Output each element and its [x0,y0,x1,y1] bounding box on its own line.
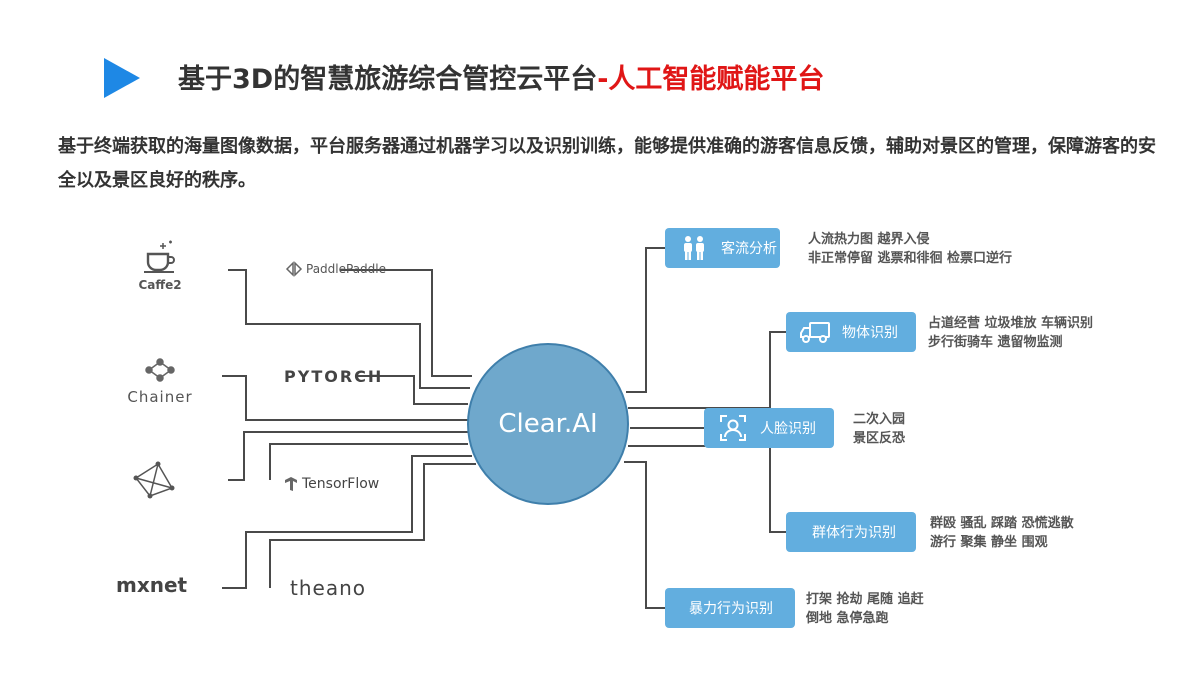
detail-line: 二次入园 [853,412,906,427]
category-details: 人流热力图 越界入侵 非正常停留 逃票和徘徊 检票口逆行 [808,230,1012,268]
category-label: 物体识别 [842,325,898,341]
network-graph-logo [132,460,176,504]
tensorflow-logo: TensorFlow [284,476,379,492]
paddlepaddle-label: PaddlePaddle [306,262,387,276]
category-passenger-flow: 客流分析 [665,228,780,268]
category-face-recognition: 人脸识别 [704,408,834,448]
detail-line: 景区反恐 [853,431,906,446]
category-details: 打架 抢劫 尾随 追赶 倒地 急停急跑 [806,590,924,628]
face-icon [716,415,750,441]
caffe2-logo: Caffe2 [138,240,182,292]
truck-icon [798,319,832,345]
category-label: 人脸识别 [760,421,816,437]
detail-line: 倒地 急停急跑 [806,611,889,626]
detail-line: 占道经营 垃圾堆放 车辆识别 [928,316,1094,331]
detail-line: 人流热力图 越界入侵 [808,232,930,247]
category-details: 二次入园 景区反恐 [853,410,905,448]
chainer-icon [145,358,175,382]
category-label: 暴力行为识别 [689,601,773,617]
clear-ai-hub: Clear.AI [467,343,629,505]
page-title: 基于3D的智慧旅游综合管控云平台-人工智能赋能平台 [178,64,825,95]
theano-logo: theano [290,576,366,600]
pytorch-label: PYTORCH [284,367,384,386]
theano-label: theano [290,576,366,600]
paddle-icon [285,261,303,277]
category-object-recognition: 物体识别 [786,312,916,352]
play-icon [104,58,140,98]
detail-line: 非正常停留 逃票和徘徊 检票口逆行 [808,251,1013,266]
coffee-cup-icon [144,240,175,273]
tensorflow-icon [285,477,297,491]
caffe2-label: Caffe2 [138,278,182,292]
tensorflow-label: TensorFlow [302,476,380,492]
chainer-label: Chainer [127,388,193,406]
page-title-accent: -人工智能赋能平台 [597,64,825,95]
detail-line: 游行 聚集 静坐 围观 [930,535,1048,550]
mxnet-logo: mxnet [116,573,187,597]
description: 基于终端获取的海量图像数据，平台服务器通过机器学习以及识别训练，能够提供准确的游… [58,136,1156,191]
network-graph-icon [133,461,175,499]
category-label: 客流分析 [721,241,777,257]
detail-line: 打架 抢劫 尾随 追赶 [806,592,924,607]
category-group-behavior: 群体行为识别 [786,512,916,552]
category-details: 占道经营 垃圾堆放 车辆识别 步行街骑车 遗留物监测 [928,314,1093,352]
category-violent-behavior: 暴力行为识别 [665,588,795,628]
chainer-logo: Chainer [124,358,196,406]
detail-line: 步行街骑车 遗留物监测 [928,335,1063,350]
pytorch-logo: PYTORCH [284,367,383,386]
category-label: 群体行为识别 [812,525,896,541]
mxnet-label: mxnet [116,573,188,597]
people-icon [677,235,711,261]
category-details: 群殴 骚乱 踩踏 恐慌逃散 游行 聚集 静坐 围观 [930,514,1074,552]
detail-line: 群殴 骚乱 踩踏 恐慌逃散 [930,516,1074,531]
paddlepaddle-logo: PaddlePaddle [285,261,386,277]
